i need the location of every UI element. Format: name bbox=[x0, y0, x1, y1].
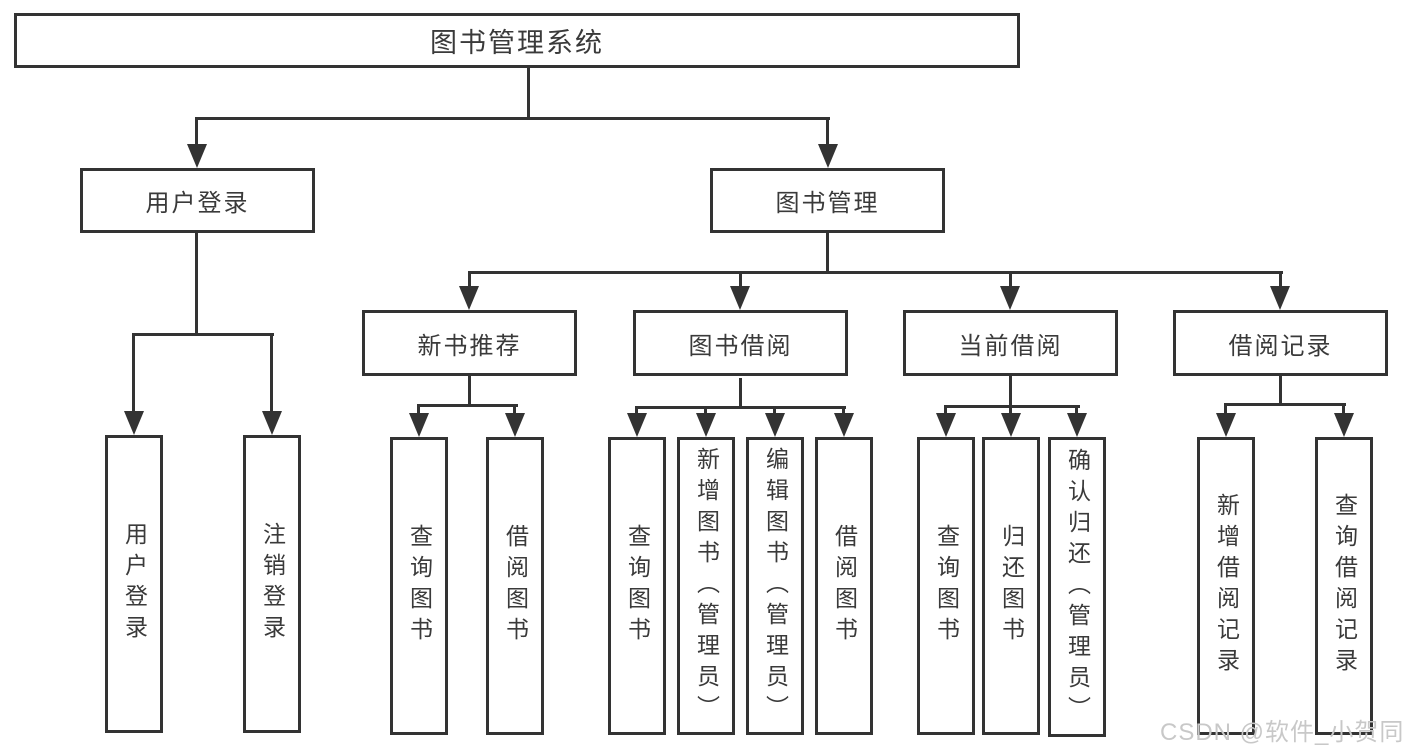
node-current-borrow: 当前借阅 bbox=[903, 310, 1118, 376]
connector-current-borrow-stem bbox=[1009, 376, 1012, 407]
node-leaf-edit-book-label: 编辑图书（管理员） bbox=[762, 446, 789, 726]
node-leaf-borrow-book-borrow-label: 借阅图书 bbox=[831, 524, 858, 648]
node-leaf-user-login-label: 用户登录 bbox=[121, 522, 148, 646]
node-leaf-query-book-borrow: 查询图书 bbox=[608, 437, 666, 735]
connector-book-mgmt-stem bbox=[826, 233, 829, 274]
node-book-borrow: 图书借阅 bbox=[633, 310, 848, 376]
connector-arrow-stem-query-book-current bbox=[944, 405, 947, 415]
connector-arrow-stem-borrow-book-borrow bbox=[842, 406, 845, 415]
connector-arrow-stem-add-record bbox=[1224, 403, 1227, 415]
connector-arrow-stem-book-mgmt bbox=[826, 117, 829, 147]
node-leaf-edit-book: 编辑图书（管理员） bbox=[746, 437, 804, 735]
connector-arrow-stem-current-borrow bbox=[1009, 271, 1012, 289]
connector-book-borrow-stem bbox=[739, 378, 742, 409]
arrowhead-query-book-current bbox=[936, 413, 956, 437]
connector-arrow-stem-query-book-borrow bbox=[635, 406, 638, 415]
node-book-mgmt: 图书管理 bbox=[710, 168, 945, 233]
connector-arrow-stem-borrow-record bbox=[1279, 271, 1282, 289]
arrowhead-query-book-borrow bbox=[627, 413, 647, 437]
arrowhead-user-login bbox=[187, 144, 207, 168]
connector-arrow-stem-user-login bbox=[195, 117, 198, 147]
node-leaf-logout: 注销登录 bbox=[243, 435, 301, 733]
node-leaf-query-book-current-label: 查询图书 bbox=[933, 524, 960, 648]
node-user-login: 用户登录 bbox=[80, 168, 315, 233]
arrowhead-edit-book bbox=[765, 413, 785, 437]
arrowhead-add-record bbox=[1216, 413, 1236, 437]
node-leaf-user-login: 用户登录 bbox=[105, 435, 163, 733]
node-leaf-query-book-new-label: 查询图书 bbox=[406, 524, 433, 648]
arrowhead-confirm-return bbox=[1067, 413, 1087, 437]
connector-arrow-stem-query-record bbox=[1342, 403, 1345, 415]
arrowhead-book-mgmt bbox=[818, 144, 838, 168]
connector-current-borrow-hbar bbox=[944, 405, 1080, 408]
arrowhead-new-book-rec bbox=[459, 286, 479, 310]
node-leaf-logout-label: 注销登录 bbox=[259, 522, 286, 646]
connector-new-book-rec-hbar bbox=[417, 404, 518, 407]
connector-arrow-stem-leaf-logout bbox=[270, 333, 273, 413]
connector-book-borrow-hbar bbox=[635, 406, 846, 409]
connector-arrow-stem-new-book-rec bbox=[468, 271, 471, 289]
connector-user-login-stem bbox=[195, 233, 198, 336]
node-leaf-query-book-borrow-label: 查询图书 bbox=[624, 524, 651, 648]
node-leaf-add-record-label: 新增借阅记录 bbox=[1213, 493, 1240, 679]
node-borrow-record: 借阅记录 bbox=[1173, 310, 1388, 376]
arrowhead-return-book bbox=[1001, 413, 1021, 437]
node-leaf-return-book-label: 归还图书 bbox=[998, 524, 1025, 648]
connector-arrow-stem-confirm-return bbox=[1075, 405, 1078, 415]
node-leaf-add-book: 新增图书（管理员） bbox=[677, 437, 735, 735]
connector-arrow-stem-add-book bbox=[704, 406, 707, 415]
connector-root-stem bbox=[527, 67, 530, 119]
node-leaf-borrow-book-new: 借阅图书 bbox=[486, 437, 544, 735]
node-root: 图书管理系统 bbox=[14, 13, 1020, 68]
arrowhead-book-borrow bbox=[730, 286, 750, 310]
node-leaf-borrow-book-new-label: 借阅图书 bbox=[502, 524, 529, 648]
arrowhead-borrow-book-borrow bbox=[834, 413, 854, 437]
connector-arrow-stem-leaf-user-login bbox=[132, 333, 135, 413]
connector-new-book-rec-stem bbox=[468, 376, 471, 407]
connector-root-hbar bbox=[195, 117, 830, 120]
connector-borrow-record-hbar bbox=[1224, 403, 1346, 406]
node-new-book-rec: 新书推荐 bbox=[362, 310, 577, 376]
arrowhead-add-book bbox=[696, 413, 716, 437]
arrowhead-borrow-book-new bbox=[505, 413, 525, 437]
node-leaf-add-book-label: 新增图书（管理员） bbox=[693, 446, 720, 726]
arrowhead-leaf-user-login bbox=[124, 411, 144, 435]
arrowhead-query-book-new bbox=[409, 413, 429, 437]
connector-arrow-stem-query-book-new bbox=[417, 404, 420, 415]
node-leaf-confirm-return-label: 确认归还（管理员） bbox=[1064, 447, 1091, 727]
arrowhead-query-record bbox=[1334, 413, 1354, 437]
node-leaf-confirm-return: 确认归还（管理员） bbox=[1048, 437, 1106, 737]
connector-arrow-stem-borrow-book-new bbox=[513, 404, 516, 415]
connector-book-mgmt-hbar bbox=[468, 271, 1283, 274]
connector-arrow-stem-book-borrow bbox=[739, 271, 742, 289]
node-leaf-query-book-current: 查询图书 bbox=[917, 437, 975, 735]
node-leaf-add-record: 新增借阅记录 bbox=[1197, 437, 1255, 735]
node-leaf-query-record: 查询借阅记录 bbox=[1315, 437, 1373, 735]
arrowhead-current-borrow bbox=[1000, 286, 1020, 310]
connector-borrow-record-stem bbox=[1279, 376, 1282, 406]
node-leaf-return-book: 归还图书 bbox=[982, 437, 1040, 735]
connector-arrow-stem-return-book bbox=[1009, 405, 1012, 415]
node-leaf-query-record-label: 查询借阅记录 bbox=[1331, 493, 1358, 679]
node-leaf-borrow-book-borrow: 借阅图书 bbox=[815, 437, 873, 735]
arrowhead-leaf-logout bbox=[262, 411, 282, 435]
connector-user-login-hbar bbox=[132, 333, 274, 336]
connector-arrow-stem-edit-book bbox=[773, 406, 776, 415]
arrowhead-borrow-record bbox=[1270, 286, 1290, 310]
csdn-watermark: CSDN @软件_小贺同学 bbox=[1160, 719, 1405, 746]
node-leaf-query-book-new: 查询图书 bbox=[390, 437, 448, 735]
